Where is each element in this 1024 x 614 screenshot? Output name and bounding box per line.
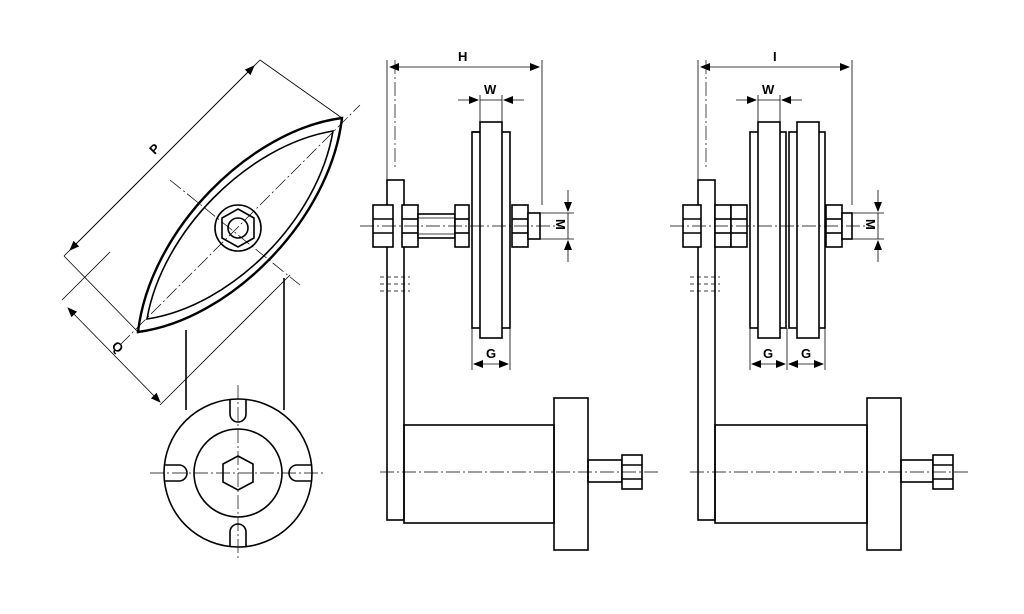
dimension-label-w-double: W <box>762 82 775 97</box>
dimension-label-m-single: M <box>553 219 568 230</box>
side-view-double-wheel: I W M G G <box>670 49 970 551</box>
dimension-label-h: H <box>458 49 467 64</box>
center-nut <box>214 204 262 252</box>
top-view-round-flange <box>150 385 326 561</box>
top-view-elliptical-plate: P Q <box>61 59 361 410</box>
wheel-right <box>788 121 826 339</box>
dimension-label-i: I <box>773 49 777 64</box>
lower-housing <box>380 397 660 551</box>
dimension-label-m-double: M <box>863 219 878 230</box>
dimension-label-g-double-left: G <box>763 346 773 361</box>
dimension-label-p: P <box>146 140 163 157</box>
dimension-label-g-single: G <box>486 346 496 361</box>
lower-housing-double <box>690 397 970 551</box>
wheel <box>471 121 511 339</box>
wheel-left <box>749 121 787 339</box>
side-view-single-wheel: H W M G <box>360 49 660 551</box>
dimension-label-w-single: W <box>484 82 497 97</box>
dimension-label-g-double-right: G <box>801 346 811 361</box>
